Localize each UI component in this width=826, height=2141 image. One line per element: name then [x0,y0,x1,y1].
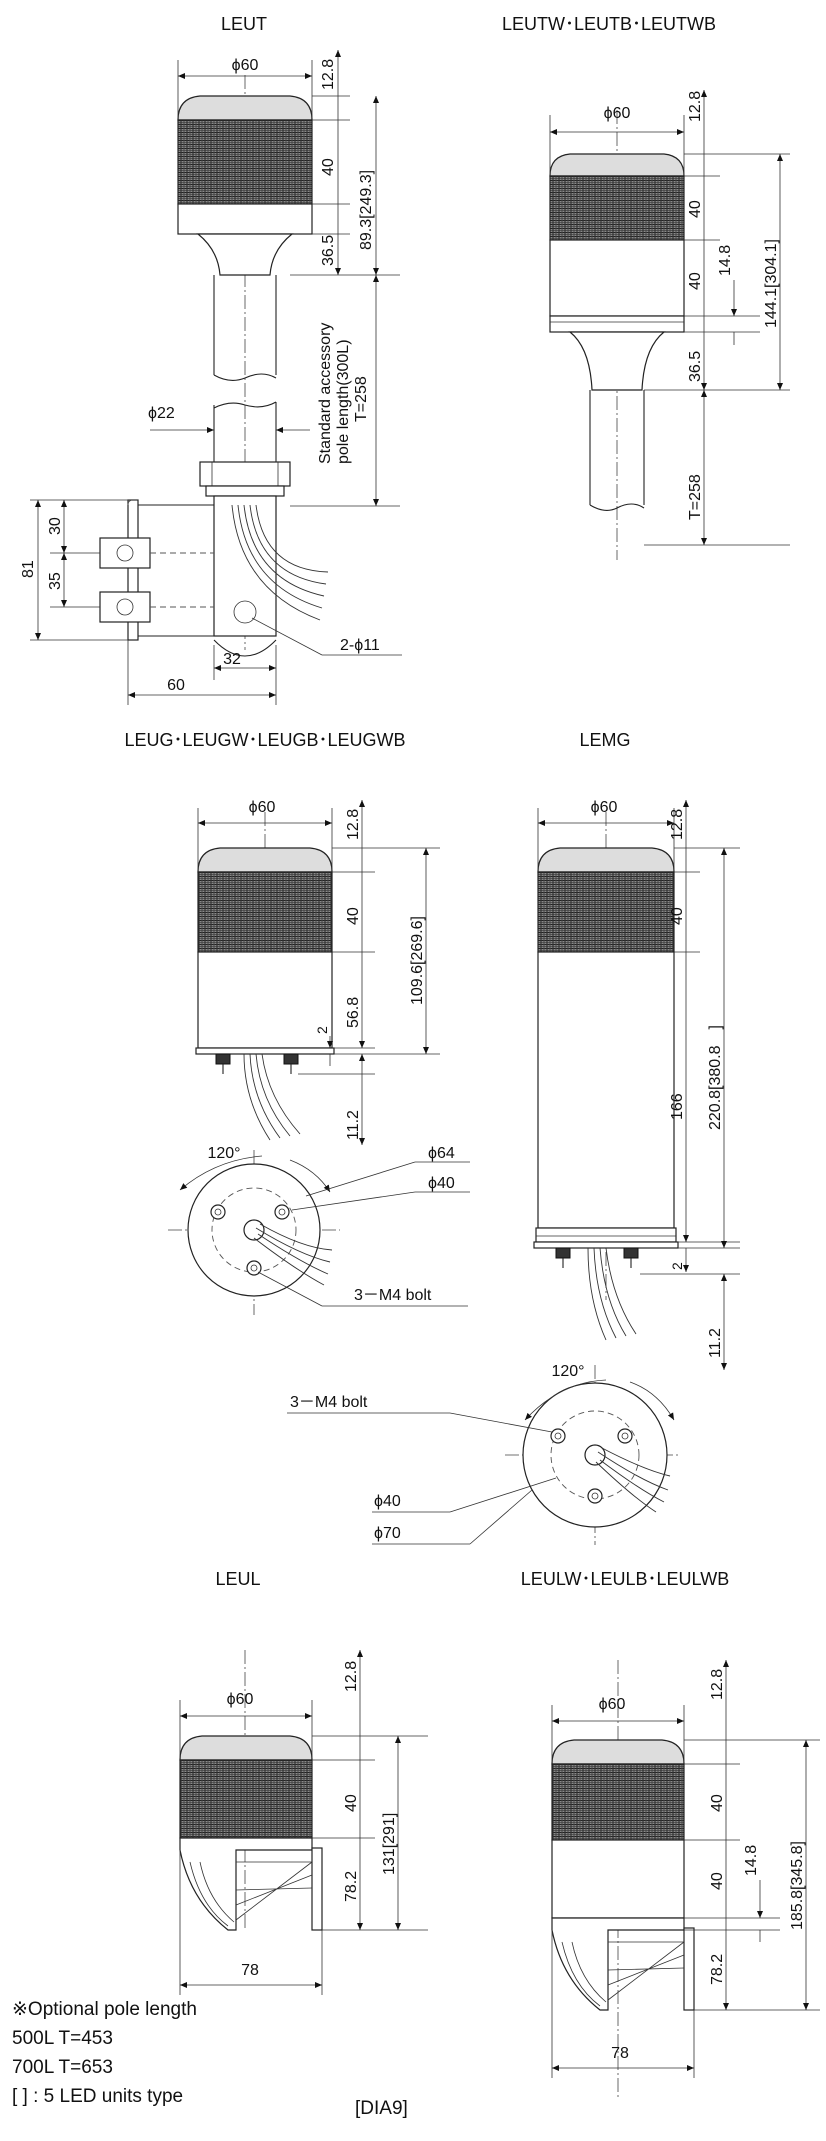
leug-drawing: ϕ60 12.8 40 56.8 2 11.2 109.6[269.6] [168,799,470,1315]
leutw-d-gap: 14.8 [717,245,734,276]
leul-d-led: 40 [343,1794,360,1812]
leul-d-base: 78.2 [343,1871,360,1902]
leutw-d-base: 36.5 [687,351,704,382]
leug-d-cable: 11.2 [345,1110,362,1140]
leut-d-35: 35 [47,572,64,590]
leulw-drawing: ϕ60 12.8 40 40 78.2 14.8 185.8[345.8] 78 [551,1660,820,2100]
lemg-d-body: 166 [669,1093,686,1120]
leug-d-2: 2 [314,1026,330,1034]
leut-d-base: 36.5 [320,235,337,266]
title-leut: LEUT [221,14,267,34]
lemg-d-total: 220.8[380.8 ] [707,1025,724,1130]
leug-dia: ϕ60 [249,799,276,816]
lemg-d-top: 12.8 [669,809,686,840]
leulw-d-led: 40 [709,1794,726,1812]
leulw-d-gap: 14.8 [743,1845,760,1876]
lemg-d-cable: 11.2 [707,1328,724,1358]
leug-d-led: 40 [345,907,362,925]
lemg-bolt: 3－M4 bolt [290,1394,368,1411]
leut-holes: 2-ϕ11 [340,637,380,654]
leut-pole-note-1: Standard accessory [317,323,334,464]
leug-angle: 120° [207,1145,240,1162]
leul-d-total: 131[291] [381,1813,398,1875]
leut-pole-note-2: pole length(300L) [335,339,352,464]
leug-d-body: 56.8 [345,997,362,1028]
title-lemg: LEMG [579,730,630,750]
leutw-drawing: ϕ60 12.8 40 40 36.5 14.8 144.1[304.1] T=… [549,90,790,560]
leulw-d-total: 185.8[345.8] [789,1841,806,1930]
note-optional-pole: ※Optional pole length [12,1999,197,2020]
leut-d-30: 30 [47,517,64,535]
leutw-dia: ϕ60 [604,105,631,122]
figure-label: [DIA9] [355,2098,408,2119]
leutw-d-body: 40 [687,272,704,290]
leut-d-total: 89.3[249.3] [358,170,375,250]
leul-drawing: ϕ60 12.8 40 78.2 131[291] 78 [179,1650,428,1995]
leutw-d-led: 40 [687,200,704,218]
leulw-d-top: 12.8 [709,1669,726,1700]
note-bracket: [ ] : 5 LED units type [12,2086,184,2107]
leug-d-top: 12.8 [345,809,362,840]
leul-d-top: 12.8 [343,1661,360,1692]
leutw-d-total: 144.1[304.1] [763,239,780,328]
leul-d-width: 78 [241,1962,259,1979]
title-leulw: LEULW･LEULB･LEULWB [521,1569,729,1589]
title-leug: LEUG･LEUGW･LEUGB･LEUGWB [124,730,405,750]
lemg-drawing: ϕ60 12.8 40 166 2 220.8[380.8 ] 11.2 [287,799,740,1545]
leug-bolt: 3－M4 bolt [354,1287,432,1304]
lemg-angle: 120° [551,1363,584,1380]
lemg-pcd-outer: ϕ70 [374,1525,401,1542]
leutw-d-top: 12.8 [687,91,704,122]
leutw-pole: T=258 [687,474,704,520]
leut-d-60: 60 [167,677,185,694]
note-700l: 700L T=653 [12,2057,113,2078]
leut-pole-dia: ϕ22 [148,405,175,422]
title-leutw: LEUTW･LEUTB･LEUTWB [502,14,716,34]
leulw-d-base: 78.2 [709,1954,726,1985]
title-leul: LEUL [215,1569,260,1589]
lemg-dia: ϕ60 [591,799,618,816]
leut-d-32: 32 [223,651,241,668]
lemg-d-led: 40 [669,907,686,925]
leut-pole-note-3: T=258 [353,376,370,422]
leug-d-total: 109.6[269.6] [409,916,426,1005]
leul-dia: ϕ60 [227,1691,254,1708]
lemg-pcd-inner: ϕ40 [374,1493,401,1510]
lemg-d-2: 2 [669,1262,685,1270]
leug-pcd-outer: ϕ64 [428,1145,455,1162]
leut-dia: ϕ60 [232,57,259,74]
leulw-dia: ϕ60 [599,1696,626,1713]
notes: ※Optional pole length 500L T=453 700L T=… [12,1995,197,2111]
leulw-d-body: 40 [709,1872,726,1890]
leut-drawing: ϕ60 12.8 40 36.5 89.3[249.3] Standard ac… [20,50,402,705]
leulw-d-width: 78 [611,2045,629,2062]
note-500l: 500L T=453 [12,2028,113,2049]
leug-pcd-inner: ϕ40 [428,1175,455,1192]
leut-d-81: 81 [20,560,37,578]
leut-d-led: 40 [320,158,337,176]
leut-d-top: 12.8 [320,59,337,90]
